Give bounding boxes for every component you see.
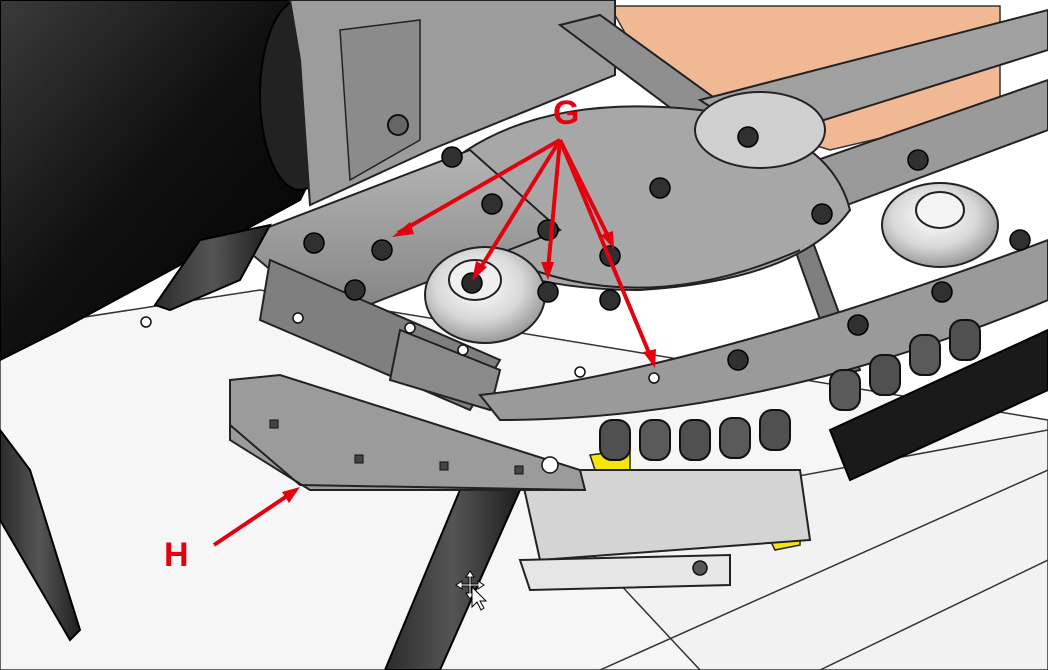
left-arm-bracket (388, 328, 502, 412)
move-cursor-icon (455, 570, 488, 611)
tine-left-small (153, 223, 272, 312)
part-h-bottom-edge (229, 424, 586, 491)
drive-chain (599, 319, 981, 461)
h-pointer-arrow (212, 487, 300, 547)
pulley-left-bolt (461, 272, 483, 294)
black-guard-plate (828, 328, 1048, 482)
roller-drum (0, 0, 322, 362)
part-h-holes (269, 419, 524, 475)
part-h-curved-bar (229, 373, 587, 491)
callout-label-g: G (553, 94, 580, 132)
tine-left-curved (0, 428, 82, 642)
foot-bolt (692, 560, 708, 576)
top-housing-face (339, 19, 421, 182)
deck-edge-line (599, 469, 1048, 670)
curved-front-plate (478, 238, 1048, 422)
plate-hub (694, 91, 826, 169)
lower-housing (518, 469, 812, 562)
g-pointer-arrows (392, 138, 656, 368)
deck-edge-line-2 (819, 559, 1048, 670)
housing-bolt (387, 114, 409, 136)
small-holes (140, 312, 660, 384)
part-h-slot (541, 456, 559, 474)
lower-housing-foot (518, 553, 731, 592)
pulley-right-hub (915, 191, 965, 229)
bolt-group (303, 126, 1031, 371)
callout-label-h: H (164, 536, 189, 574)
